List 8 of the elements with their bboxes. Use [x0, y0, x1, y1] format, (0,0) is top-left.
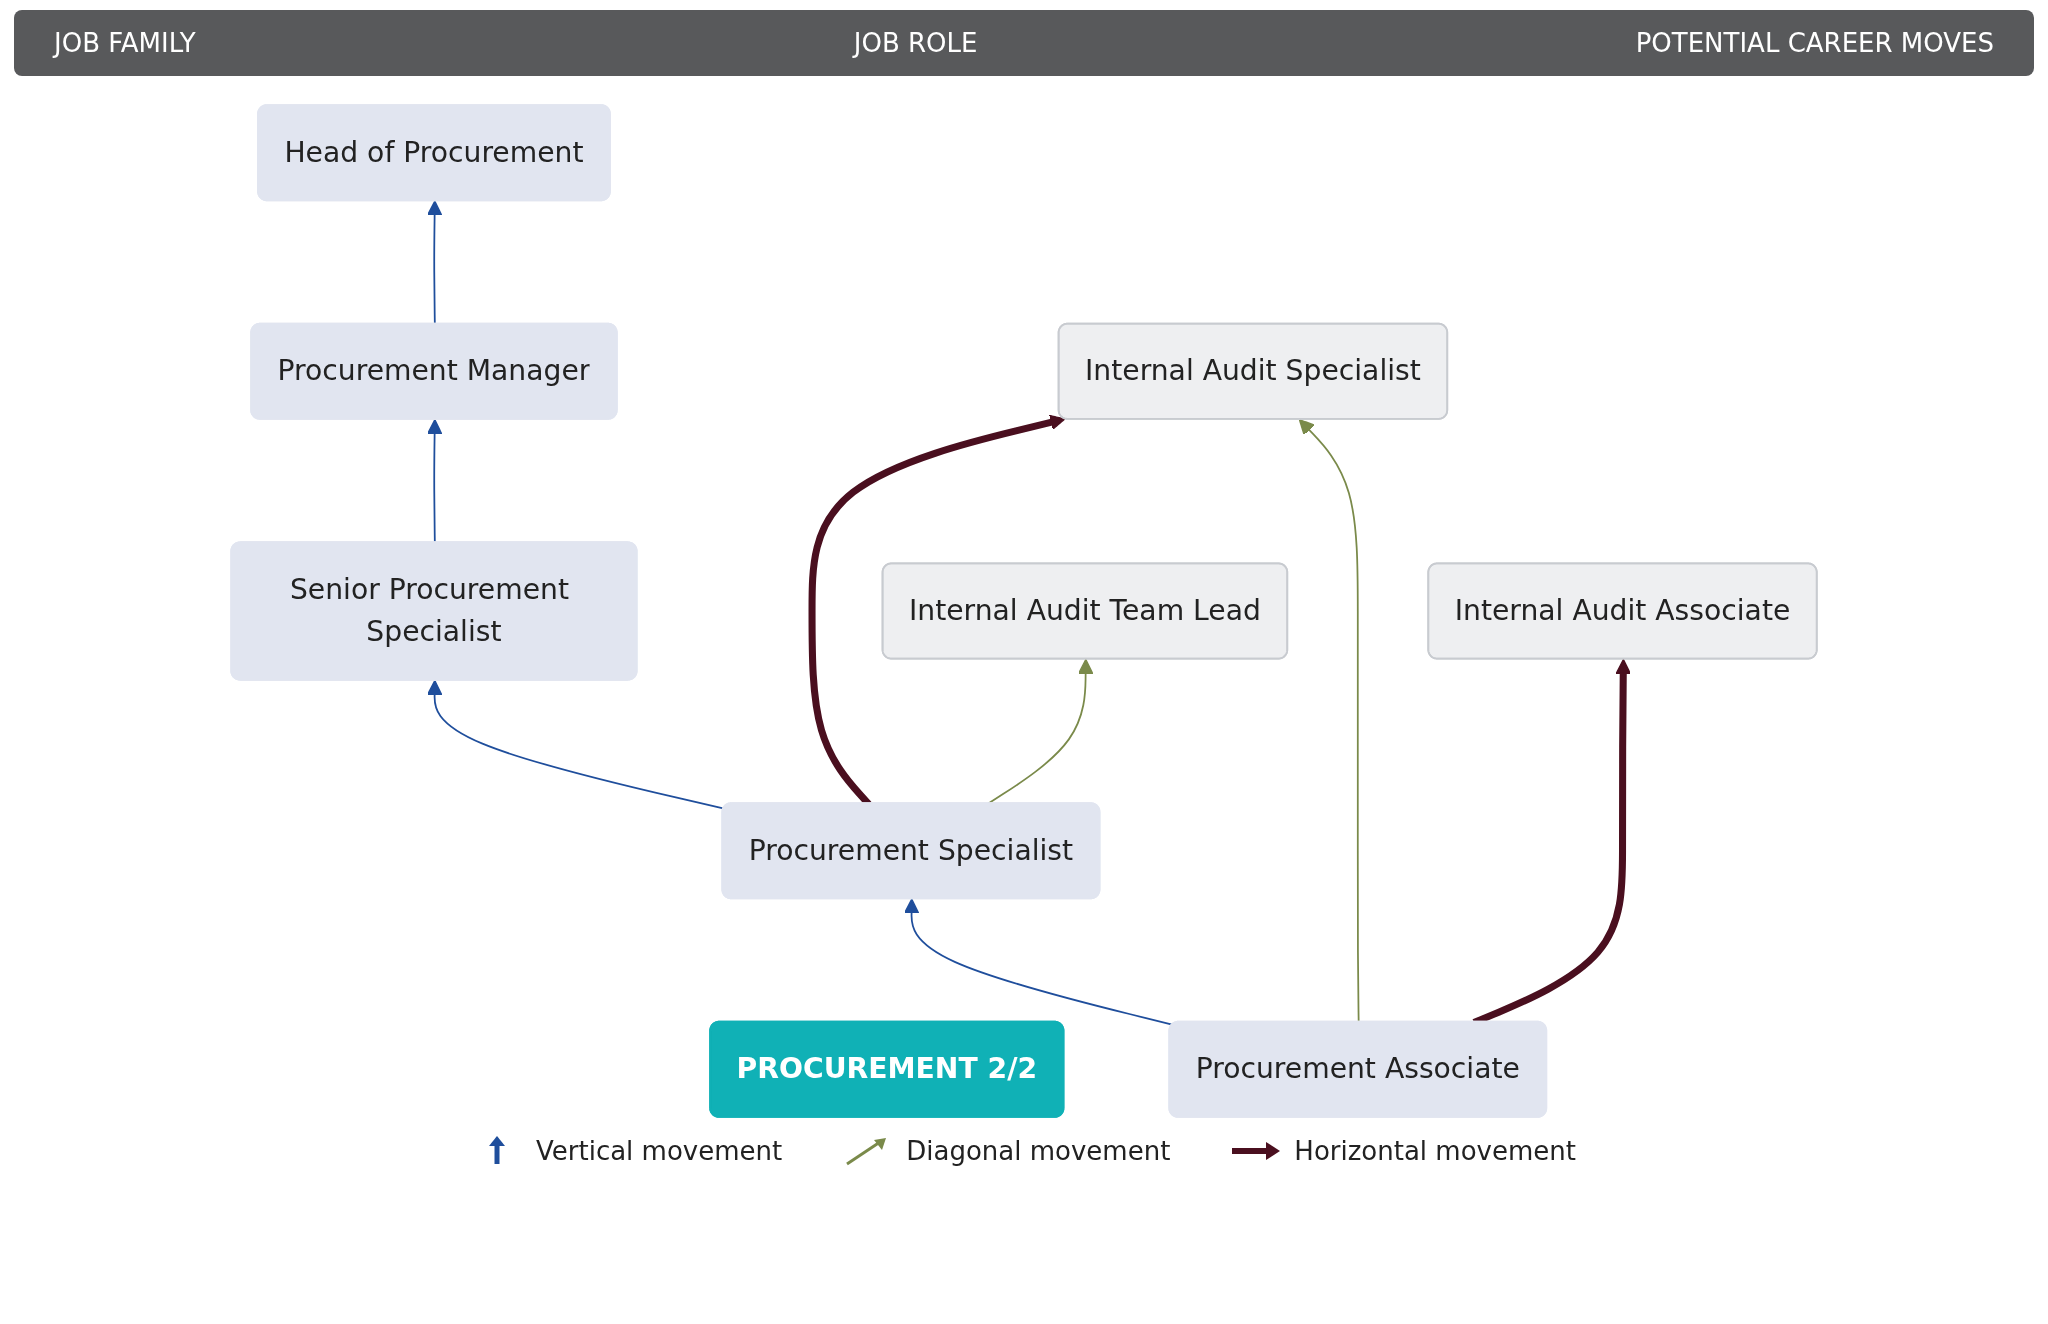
column-heading: JOB ROLE: [853, 28, 978, 58]
legend-label: Vertical movement: [536, 1136, 783, 1166]
column-heading: POTENTIAL CAREER MOVES: [1635, 28, 1994, 58]
legend-label: Diagonal movement: [906, 1136, 1171, 1166]
arrow: [903, 898, 1174, 1026]
arrow: [426, 419, 443, 544]
legend-label: Horizontal movement: [1294, 1136, 1576, 1166]
column-heading: JOB FAMILY: [54, 28, 196, 58]
